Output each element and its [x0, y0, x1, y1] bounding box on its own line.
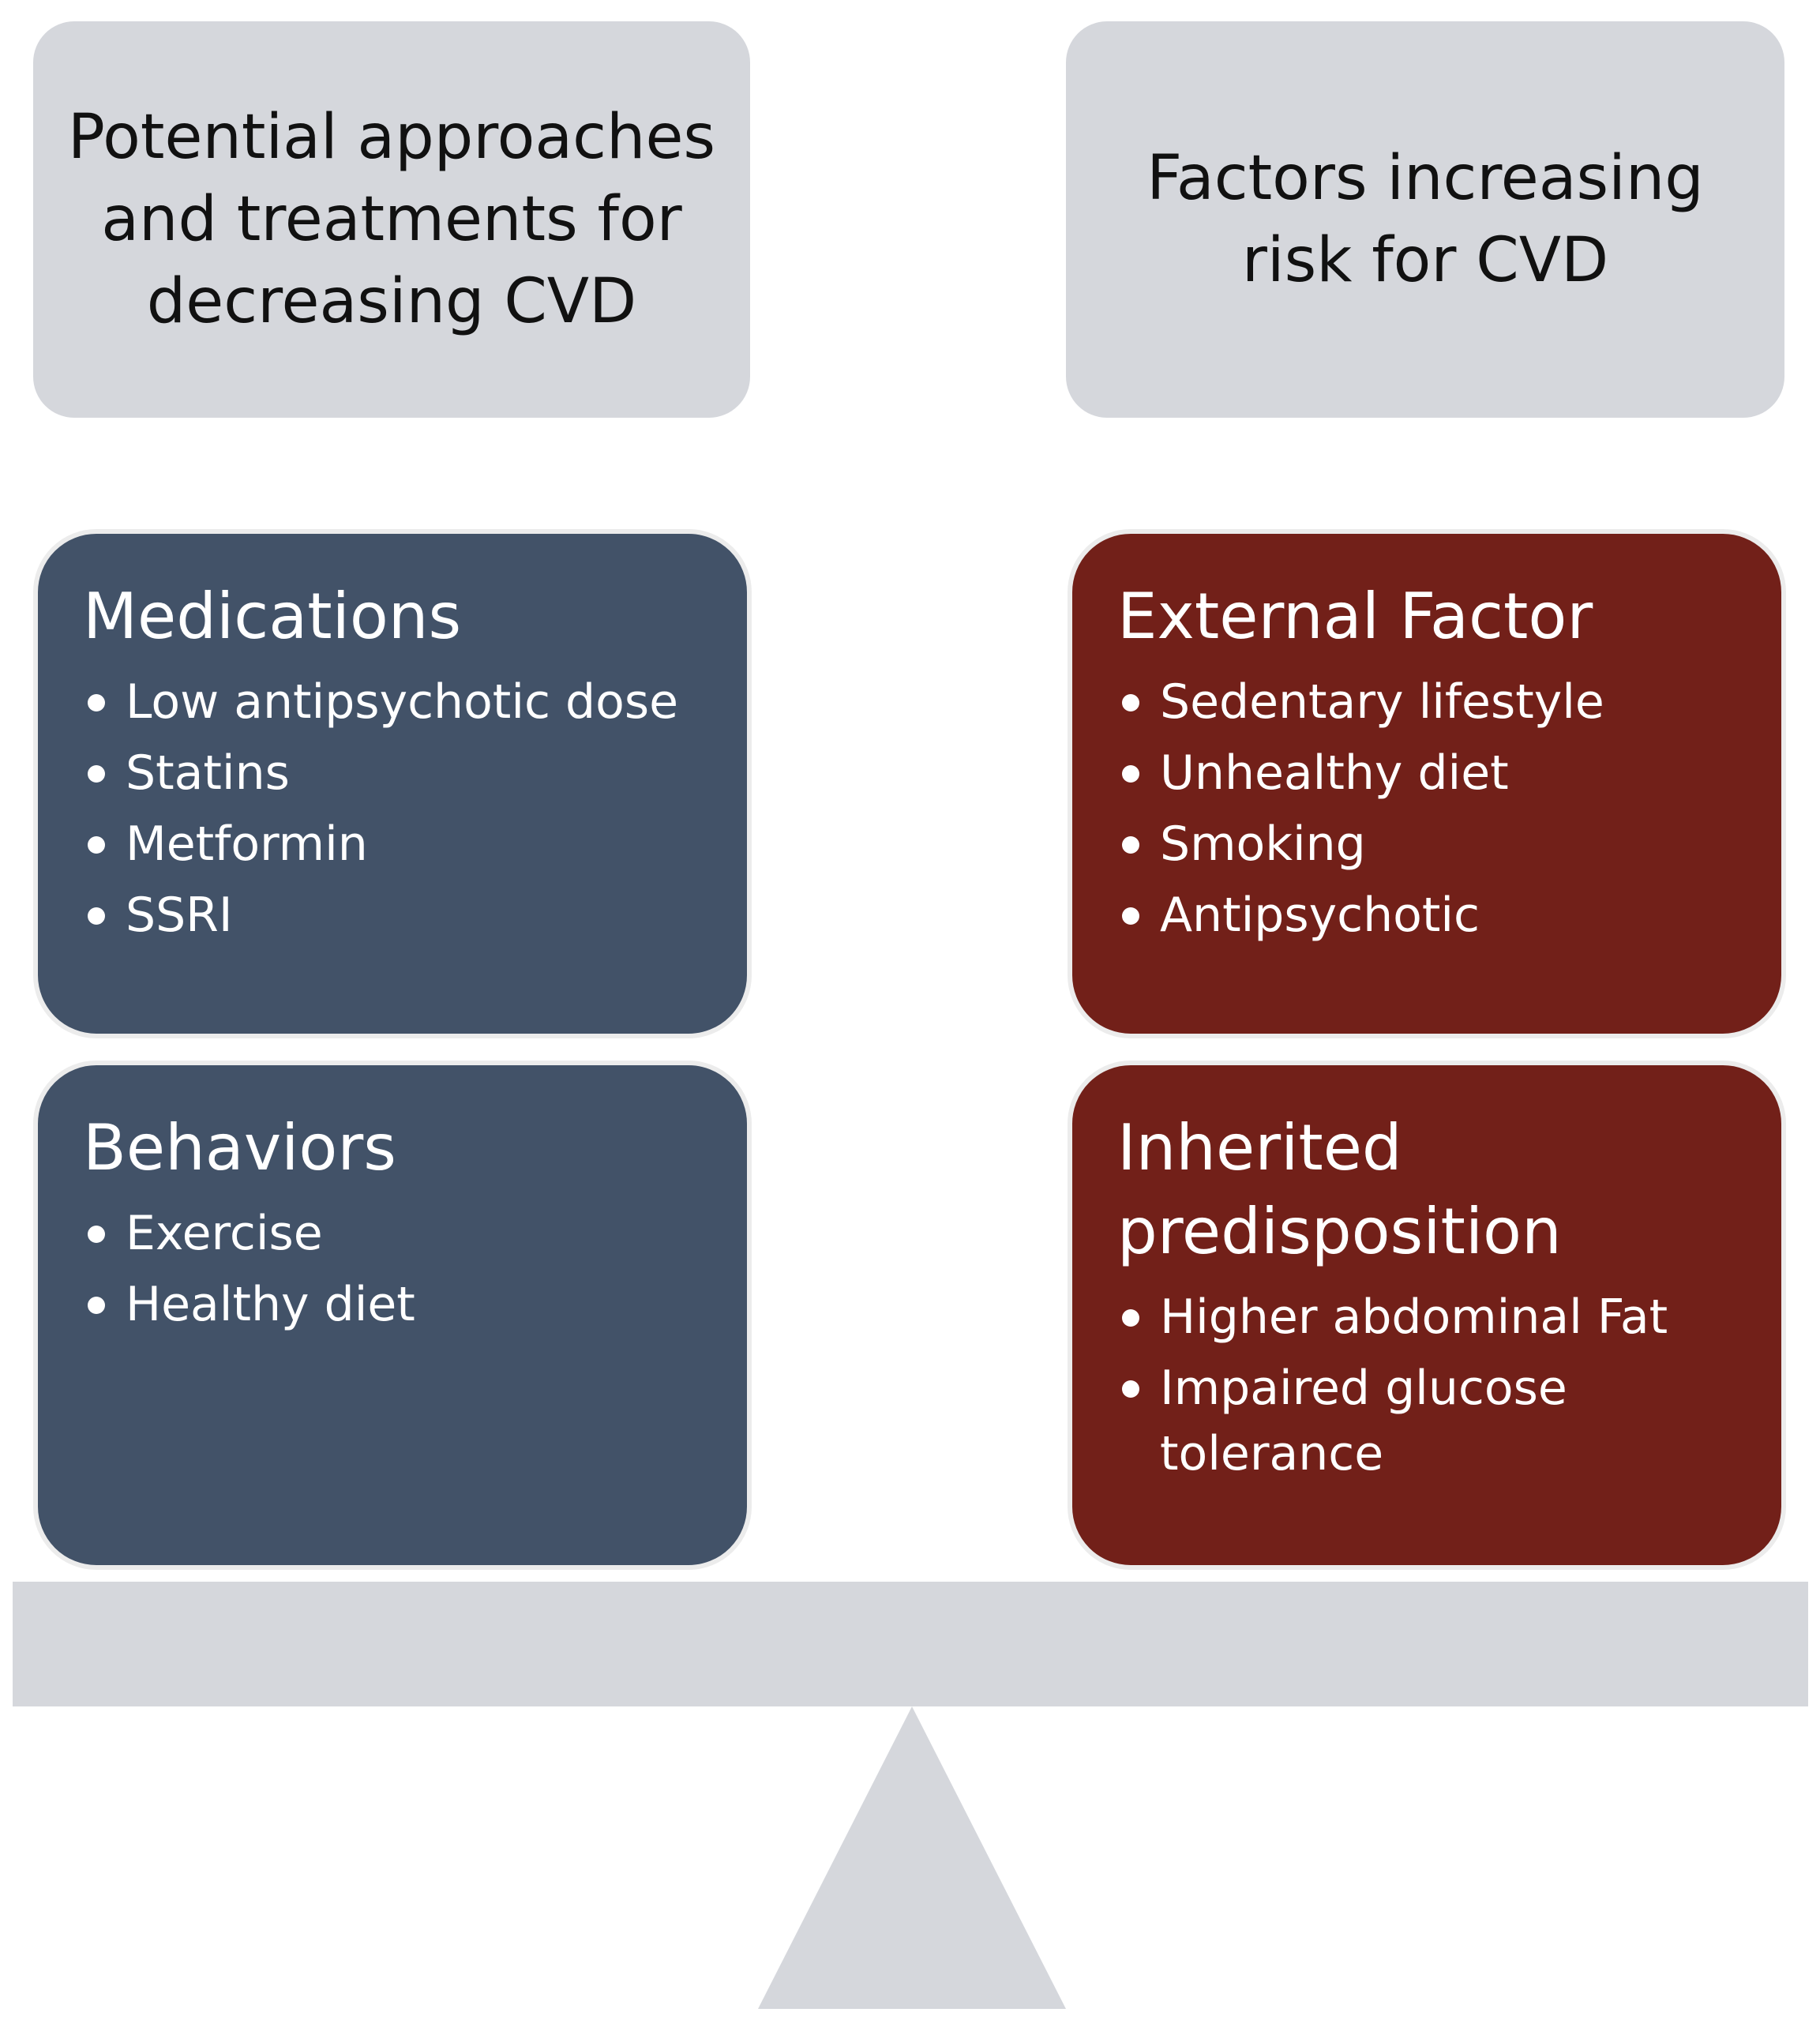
- balance-beam: [13, 1582, 1808, 1706]
- behaviors-box: Behaviors Exercise Healthy diet: [33, 1061, 752, 1570]
- list-item: Healthy diet: [83, 1272, 715, 1338]
- header-risk-factors: Factors increasing risk for CVD: [1066, 21, 1784, 418]
- list-item: Low antipsychotic dose: [83, 670, 715, 735]
- bullet-icon: [1122, 765, 1139, 783]
- medications-title: Medications: [83, 580, 462, 653]
- list-item: Sedentary lifestyle: [1117, 670, 1750, 735]
- medications-list: Low antipsychotic dose Statins Metformin…: [83, 670, 715, 948]
- list-item-label: Impaired glucose tolerance: [1160, 1361, 1567, 1481]
- list-item-label: Healthy diet: [126, 1277, 415, 1332]
- external-factor-box: External Factor Sedentary lifestyle Unhe…: [1068, 529, 1786, 1038]
- list-item-label: Metformin: [126, 817, 368, 872]
- bullet-icon: [1122, 907, 1139, 925]
- list-item-label: Exercise: [126, 1206, 323, 1261]
- list-item-label: Unhealthy diet: [1160, 745, 1509, 801]
- list-item: SSRI: [83, 883, 715, 948]
- header-treatments-text: Potential approaches and treatments for …: [67, 102, 716, 337]
- list-item: Antipsychotic: [1117, 883, 1750, 948]
- list-item-label: SSRI: [126, 888, 233, 943]
- header-risk-factors-text: Factors increasing risk for CVD: [1146, 143, 1704, 296]
- list-item: Higher abdominal Fat: [1117, 1285, 1750, 1350]
- bullet-icon: [88, 1297, 105, 1314]
- bullet-icon: [88, 1226, 105, 1243]
- list-item-label: Smoking: [1160, 817, 1366, 872]
- list-item: Impaired glucose tolerance: [1117, 1356, 1750, 1487]
- list-item: Exercise: [83, 1201, 715, 1267]
- fulcrum-triangle: [758, 1706, 1066, 2009]
- list-item: Statins: [83, 741, 715, 806]
- fulcrum-shape: [758, 1706, 1066, 2009]
- header-treatments: Potential approaches and treatments for …: [33, 21, 750, 418]
- inherited-predisposition-box: Inherited predisposition Higher abdomina…: [1068, 1061, 1786, 1570]
- list-item-label: Statins: [126, 745, 290, 801]
- inherited-predisposition-title: Inherited predisposition: [1117, 1111, 1562, 1268]
- bullet-icon: [88, 694, 105, 711]
- list-item-label: Higher abdominal Fat: [1160, 1290, 1668, 1345]
- list-item-label: Low antipsychotic dose: [126, 674, 679, 730]
- behaviors-title: Behaviors: [83, 1111, 396, 1184]
- list-item-label: Sedentary lifestyle: [1160, 674, 1604, 730]
- external-factor-list: Sedentary lifestyle Unhealthy diet Smoki…: [1117, 670, 1750, 948]
- list-item: Metformin: [83, 812, 715, 877]
- list-item-label: Antipsychotic: [1160, 888, 1480, 943]
- bullet-icon: [1122, 1309, 1139, 1327]
- bullet-icon: [1122, 694, 1139, 711]
- bullet-icon: [88, 836, 105, 854]
- behaviors-list: Exercise Healthy diet: [83, 1201, 715, 1338]
- list-item: Smoking: [1117, 812, 1750, 877]
- inherited-predisposition-list: Higher abdominal Fat Impaired glucose to…: [1117, 1285, 1750, 1487]
- bullet-icon: [88, 765, 105, 783]
- bullet-icon: [88, 907, 105, 925]
- list-item: Unhealthy diet: [1117, 741, 1750, 806]
- external-factor-title: External Factor: [1117, 580, 1593, 653]
- medications-box: Medications Low antipsychotic dose Stati…: [33, 529, 752, 1038]
- bullet-icon: [1122, 836, 1139, 854]
- bullet-icon: [1122, 1380, 1139, 1398]
